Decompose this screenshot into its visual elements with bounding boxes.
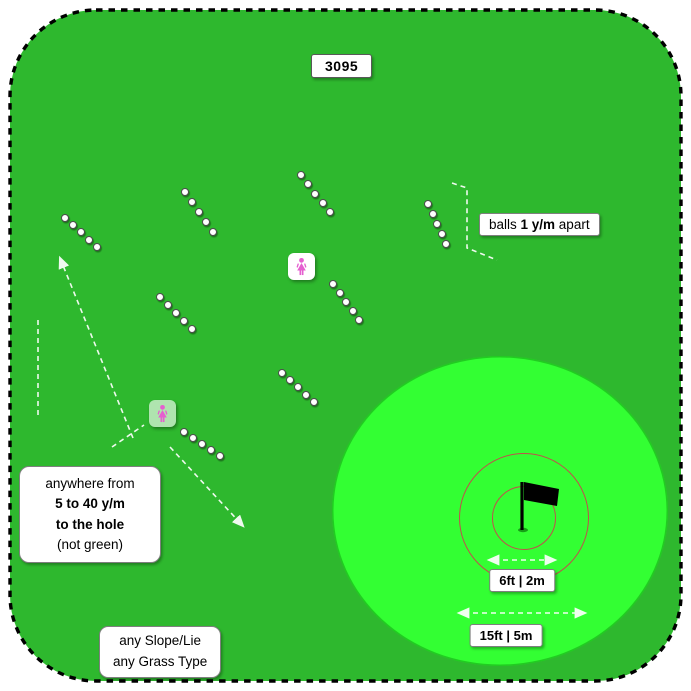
golf-ball (325, 208, 334, 217)
golf-ball (85, 235, 93, 244)
golf-ball (278, 369, 286, 377)
golf-ball (310, 397, 318, 406)
golf-ball (156, 293, 164, 301)
distance-note-line3: to the hole (55, 516, 125, 532)
fairway-area: 3095 balls 1 y/m apart anywhere from 5 t… (10, 10, 681, 681)
ball-spacing-suffix: apart (555, 217, 590, 232)
golfer-pictogram (157, 404, 168, 423)
golf-ball (69, 221, 77, 230)
golf-ball (335, 289, 344, 297)
golf-ball (164, 301, 172, 309)
golf-ball (195, 208, 203, 216)
distance-note-line4: (not green) (56, 536, 124, 552)
ball-spacing-label: balls 1 y/m apart (479, 213, 600, 236)
conditions-line2: any Grass Type (113, 653, 208, 669)
hitting-direction-arrow (58, 255, 134, 439)
golf-ball (424, 200, 432, 208)
golf-ball (355, 316, 363, 324)
golfer-icon (288, 253, 315, 280)
distance-note-line1: anywhere from (45, 476, 135, 491)
golf-ball (207, 446, 215, 454)
golf-ball (188, 198, 196, 206)
golf-ball (297, 171, 305, 179)
golf-ball (318, 198, 327, 207)
distance-note-box: anywhere from 5 to 40 y/m to the hole (n… (19, 466, 161, 563)
golf-ball (216, 452, 224, 460)
golf-ball (304, 180, 313, 189)
hitting-spot-tick (111, 424, 145, 448)
golf-ball (93, 242, 101, 251)
golf-ball (202, 218, 210, 226)
golfer-pictogram (296, 257, 307, 276)
inner-target-ring (492, 486, 556, 550)
golf-ball (180, 428, 188, 436)
golf-ball (77, 228, 85, 237)
golf-ball (181, 188, 189, 196)
golfer-icon (149, 400, 176, 427)
course-inner: 3095 balls 1 y/m apart anywhere from 5 t… (10, 10, 681, 681)
golf-ball (348, 307, 357, 315)
golf-ball (61, 214, 69, 222)
inner-ring-distance-label: 6ft | 2m (489, 569, 555, 592)
golf-ball (311, 189, 320, 198)
golf-ball (209, 228, 217, 236)
golf-ball (180, 317, 188, 325)
golf-ball (286, 376, 294, 385)
ball-spacing-prefix: balls (489, 217, 521, 232)
golf-ball (198, 440, 206, 448)
golf-ball (437, 230, 446, 238)
conditions-box: any Slope/Lie any Grass Type (99, 626, 222, 678)
ball-spacing-value: 1 y/m (520, 217, 556, 232)
outer-ring-distance-label: 15ft | 5m (469, 624, 543, 647)
drill-number-badge: 3095 (311, 54, 373, 78)
golf-ball (189, 434, 197, 442)
golf-ball (329, 280, 337, 288)
golf-ball (188, 325, 196, 333)
golf-ball (342, 298, 350, 306)
golf-ball (302, 390, 310, 399)
toward-hole-arrow (169, 446, 245, 528)
conditions-line1: any Slope/Lie (119, 633, 202, 648)
golf-ball (294, 383, 302, 392)
golf-ball (172, 309, 180, 317)
golf-ball (428, 210, 437, 218)
golf-ball (433, 220, 441, 228)
golf-ball (442, 240, 450, 248)
distance-note-line2: 5 to 40 y/m (55, 496, 125, 512)
